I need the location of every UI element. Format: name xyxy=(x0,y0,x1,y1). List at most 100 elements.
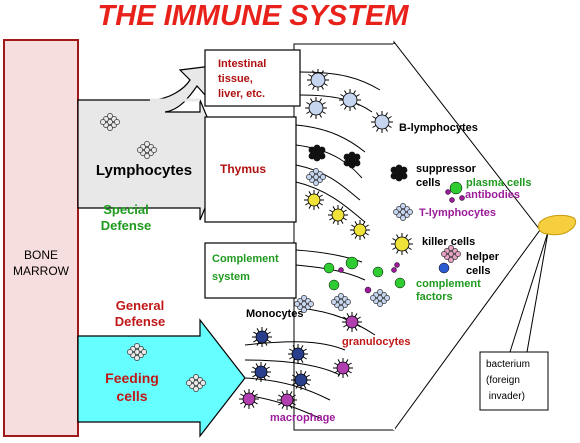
lymphocyte-cell-part xyxy=(151,147,157,153)
bacterium-icon xyxy=(537,214,577,236)
monocyte-cell-part xyxy=(331,299,337,305)
intestinal-label-1: Intestinal xyxy=(218,58,266,70)
lymphocyte-cell-part xyxy=(107,113,113,119)
monocyte-cell-part xyxy=(338,293,344,299)
macrophage-cell xyxy=(277,390,297,410)
lymphocyte-cell-part xyxy=(107,119,113,125)
monocyte-cell-part xyxy=(301,307,307,313)
complement-factor-dot xyxy=(345,256,359,270)
t-lymphocyte-cell-part xyxy=(313,174,319,180)
plasma-cells-label: plasma cells xyxy=(466,177,531,189)
killer-cell-small-body xyxy=(331,208,345,222)
suppressor-label-1: suppressor xyxy=(416,163,477,175)
thymus-label: Thymus xyxy=(220,162,266,176)
feeding-cell-part xyxy=(127,349,133,355)
b-lymphocyte-cell-body xyxy=(310,72,326,88)
helper-cells-label-2: cells xyxy=(466,265,490,277)
killer-cells-label: killer cells xyxy=(422,236,475,248)
monocyte-cell-part xyxy=(308,301,314,307)
feeding-cell-part xyxy=(134,355,140,361)
intestinal-label-3: liver, etc. xyxy=(218,88,265,100)
special-defense-label-2: Defense xyxy=(101,218,152,233)
granulocyte-cell xyxy=(342,312,362,332)
bone-marrow-box xyxy=(3,39,79,437)
general-defense-label-1: General xyxy=(116,298,164,313)
b-lymphocyte-cell xyxy=(339,89,361,111)
lymphocyte-cell-part xyxy=(144,153,150,159)
complement-label-2: system xyxy=(212,271,250,283)
killer-cell xyxy=(391,233,413,255)
monocyte-cell-part xyxy=(345,299,351,305)
complement-factors-label-2: factors xyxy=(416,291,453,303)
suppressor-cell-part xyxy=(348,156,356,164)
monocyte-cell-part xyxy=(384,295,390,301)
monocyte-cell xyxy=(294,295,314,313)
monocyte-cell-part xyxy=(338,305,344,311)
feeding-cell-part xyxy=(200,380,206,386)
feeding-cell-part xyxy=(193,380,199,386)
lymphocyte-cell xyxy=(137,141,157,159)
antibody-dot xyxy=(445,189,451,195)
lymphocytes-arrow xyxy=(77,65,226,221)
monocyte-cell xyxy=(370,289,390,307)
monocyte-cell-part xyxy=(301,295,307,301)
antibody-dot xyxy=(449,197,455,203)
suppressor-cell-part xyxy=(313,144,321,152)
monocyte-cell-part xyxy=(377,289,383,295)
suppressor-cell-part xyxy=(395,174,403,182)
helper-cell-part xyxy=(448,245,454,251)
intestinal-box xyxy=(204,49,301,107)
monocyte-cell-part xyxy=(377,301,383,307)
plasma-cell xyxy=(449,181,463,195)
suppressor-cell-part xyxy=(313,154,321,162)
killer-cell-small xyxy=(328,205,348,225)
lymphocyte-cell xyxy=(100,113,120,131)
granulocyte-cell-body xyxy=(336,361,350,375)
macrophage-cell-body xyxy=(242,392,256,406)
t-lymphocyte-cell-part xyxy=(393,209,399,215)
t-lymphocyte-cell-part xyxy=(400,215,406,221)
special-defense-label-1: Special xyxy=(103,202,149,217)
granulocyte-cell xyxy=(333,358,353,378)
bacterium-label-1: bacterium xyxy=(486,359,530,370)
granulocyte-cell-body xyxy=(291,347,305,361)
general-defense-label-2: Defense xyxy=(115,314,166,329)
helper-cell xyxy=(441,245,461,263)
killer-cell-small xyxy=(350,220,370,240)
suppressor-cell-part xyxy=(348,151,356,159)
complement-factor-dot xyxy=(394,277,406,289)
macrophage-label: macrophage xyxy=(270,412,335,424)
lymphocyte-cell-part xyxy=(144,147,150,153)
monocyte-cell-part xyxy=(370,295,376,301)
b-lymphocyte-cell xyxy=(305,97,327,119)
feeding-cell-part xyxy=(193,374,199,380)
cells-layer xyxy=(100,69,465,410)
t-lymphocyte-cell-part xyxy=(313,168,319,174)
helper-cell-part xyxy=(448,257,454,263)
suppressor-cell xyxy=(308,144,326,162)
killer-cell-small-body xyxy=(353,223,367,237)
killer-cell-small xyxy=(304,190,324,210)
granulocyte-cell xyxy=(291,370,311,390)
helper-cell-part xyxy=(448,251,454,257)
granulocyte-cell xyxy=(288,344,308,364)
monocyte-cell-part xyxy=(294,301,300,307)
title: THE IMMUNE SYSTEM xyxy=(98,0,410,32)
lymphocyte-cell-part xyxy=(114,119,120,125)
lymphocyte-cell-part xyxy=(107,125,113,131)
b-lymphocyte-cell-body xyxy=(308,100,324,116)
suppressor-label-2: cells xyxy=(416,177,440,189)
lymphocyte-cell-part xyxy=(100,119,106,125)
lymphocyte-cell-part xyxy=(144,141,150,147)
complement-small-dot xyxy=(391,267,397,273)
complement-small-dot xyxy=(338,267,344,273)
feeding-cell-part xyxy=(141,349,147,355)
b-lymphocyte-cell xyxy=(371,111,393,133)
b-lymphocytes-label: B-lymphocytes xyxy=(399,122,478,134)
intestinal-label-2: tissue, xyxy=(218,73,253,85)
granulocytes-label: granulocytes xyxy=(342,336,410,348)
complement-factor-dot xyxy=(328,279,340,291)
complement-factor-dot xyxy=(372,266,384,278)
granulocyte-cell-body xyxy=(345,315,359,329)
